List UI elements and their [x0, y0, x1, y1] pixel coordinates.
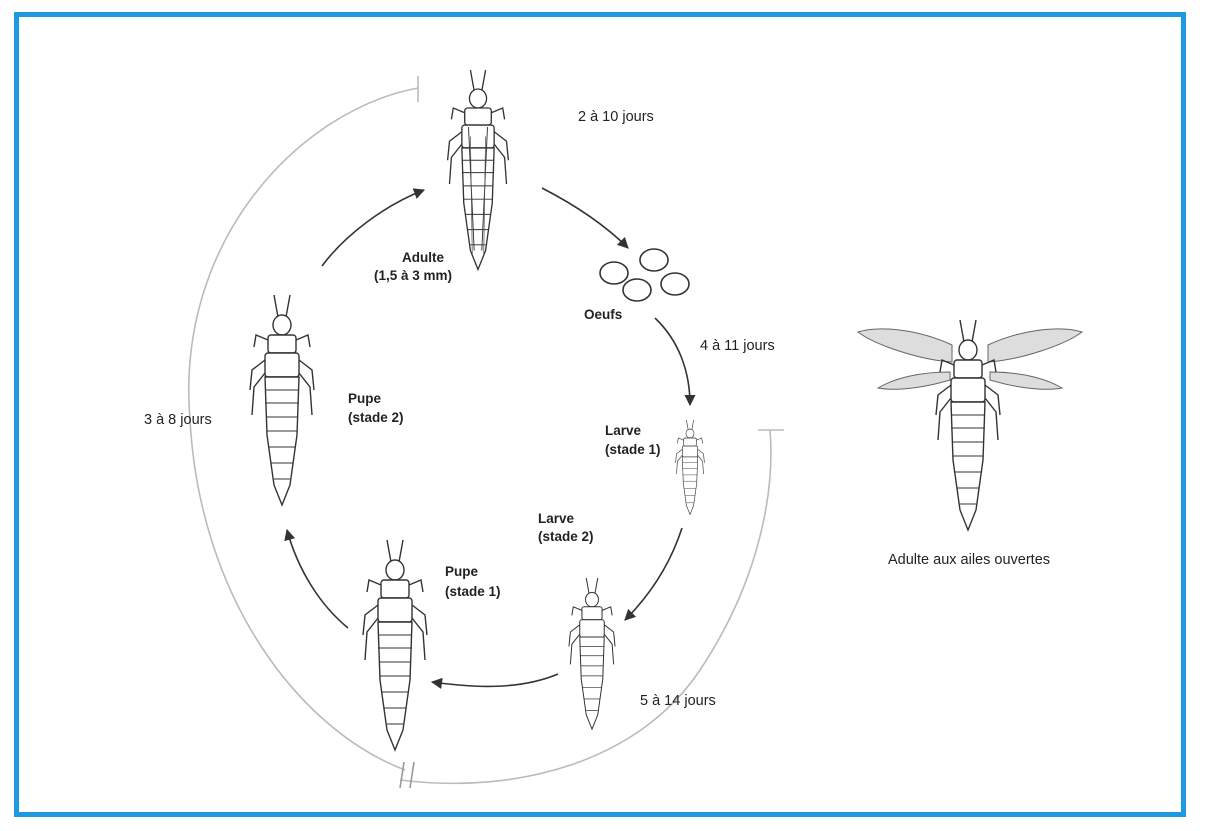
adult-size-label: (1,5 à 3 mm)	[358, 266, 468, 285]
larva1-label: Larve	[605, 421, 641, 440]
arrow-eggs-to-larva1	[655, 318, 690, 405]
eggs-label: Oeufs	[584, 305, 622, 324]
pupa2-stage-label: (stade 2)	[348, 408, 404, 427]
eggs-figure	[600, 249, 689, 301]
pupa-stage1-figure	[363, 540, 427, 750]
arrow-larva1-to-larva2	[625, 528, 682, 620]
duration-larval-period: 5 à 14 jours	[640, 692, 716, 711]
duration-adult-to-eggs: 2 à 10 jours	[578, 108, 654, 127]
arrow-pupa1-to-pupa2	[287, 530, 348, 628]
pupa1-stage-label: (stade 1)	[445, 582, 501, 601]
pupa-stage2-figure	[250, 295, 314, 505]
pupa2-label: Pupe	[348, 389, 381, 408]
larva-stage1-figure	[676, 420, 705, 515]
adult-label: Adulte	[378, 248, 468, 267]
arc-break-tick-1	[400, 762, 404, 788]
larva1-stage-label: (stade 1)	[605, 440, 661, 459]
adult-wings-open-figure	[858, 320, 1082, 530]
arc-break-tick-2	[410, 762, 414, 788]
larva2-label: Larve	[538, 509, 574, 528]
arrow-larva2-to-pupa1	[432, 674, 558, 686]
duration-pupal-period: 3 à 8 jours	[144, 411, 212, 430]
side-figure-caption: Adulte aux ailes ouvertes	[888, 551, 1050, 570]
pupa1-label: Pupe	[445, 562, 478, 581]
larva-stage2-figure	[569, 578, 615, 729]
adult-thrips-figure	[448, 70, 509, 270]
arrow-adult-to-eggs	[542, 188, 628, 248]
larva2-stage-label: (stade 2)	[538, 527, 594, 546]
duration-eggs-to-larva: 4 à 11 jours	[700, 337, 775, 356]
